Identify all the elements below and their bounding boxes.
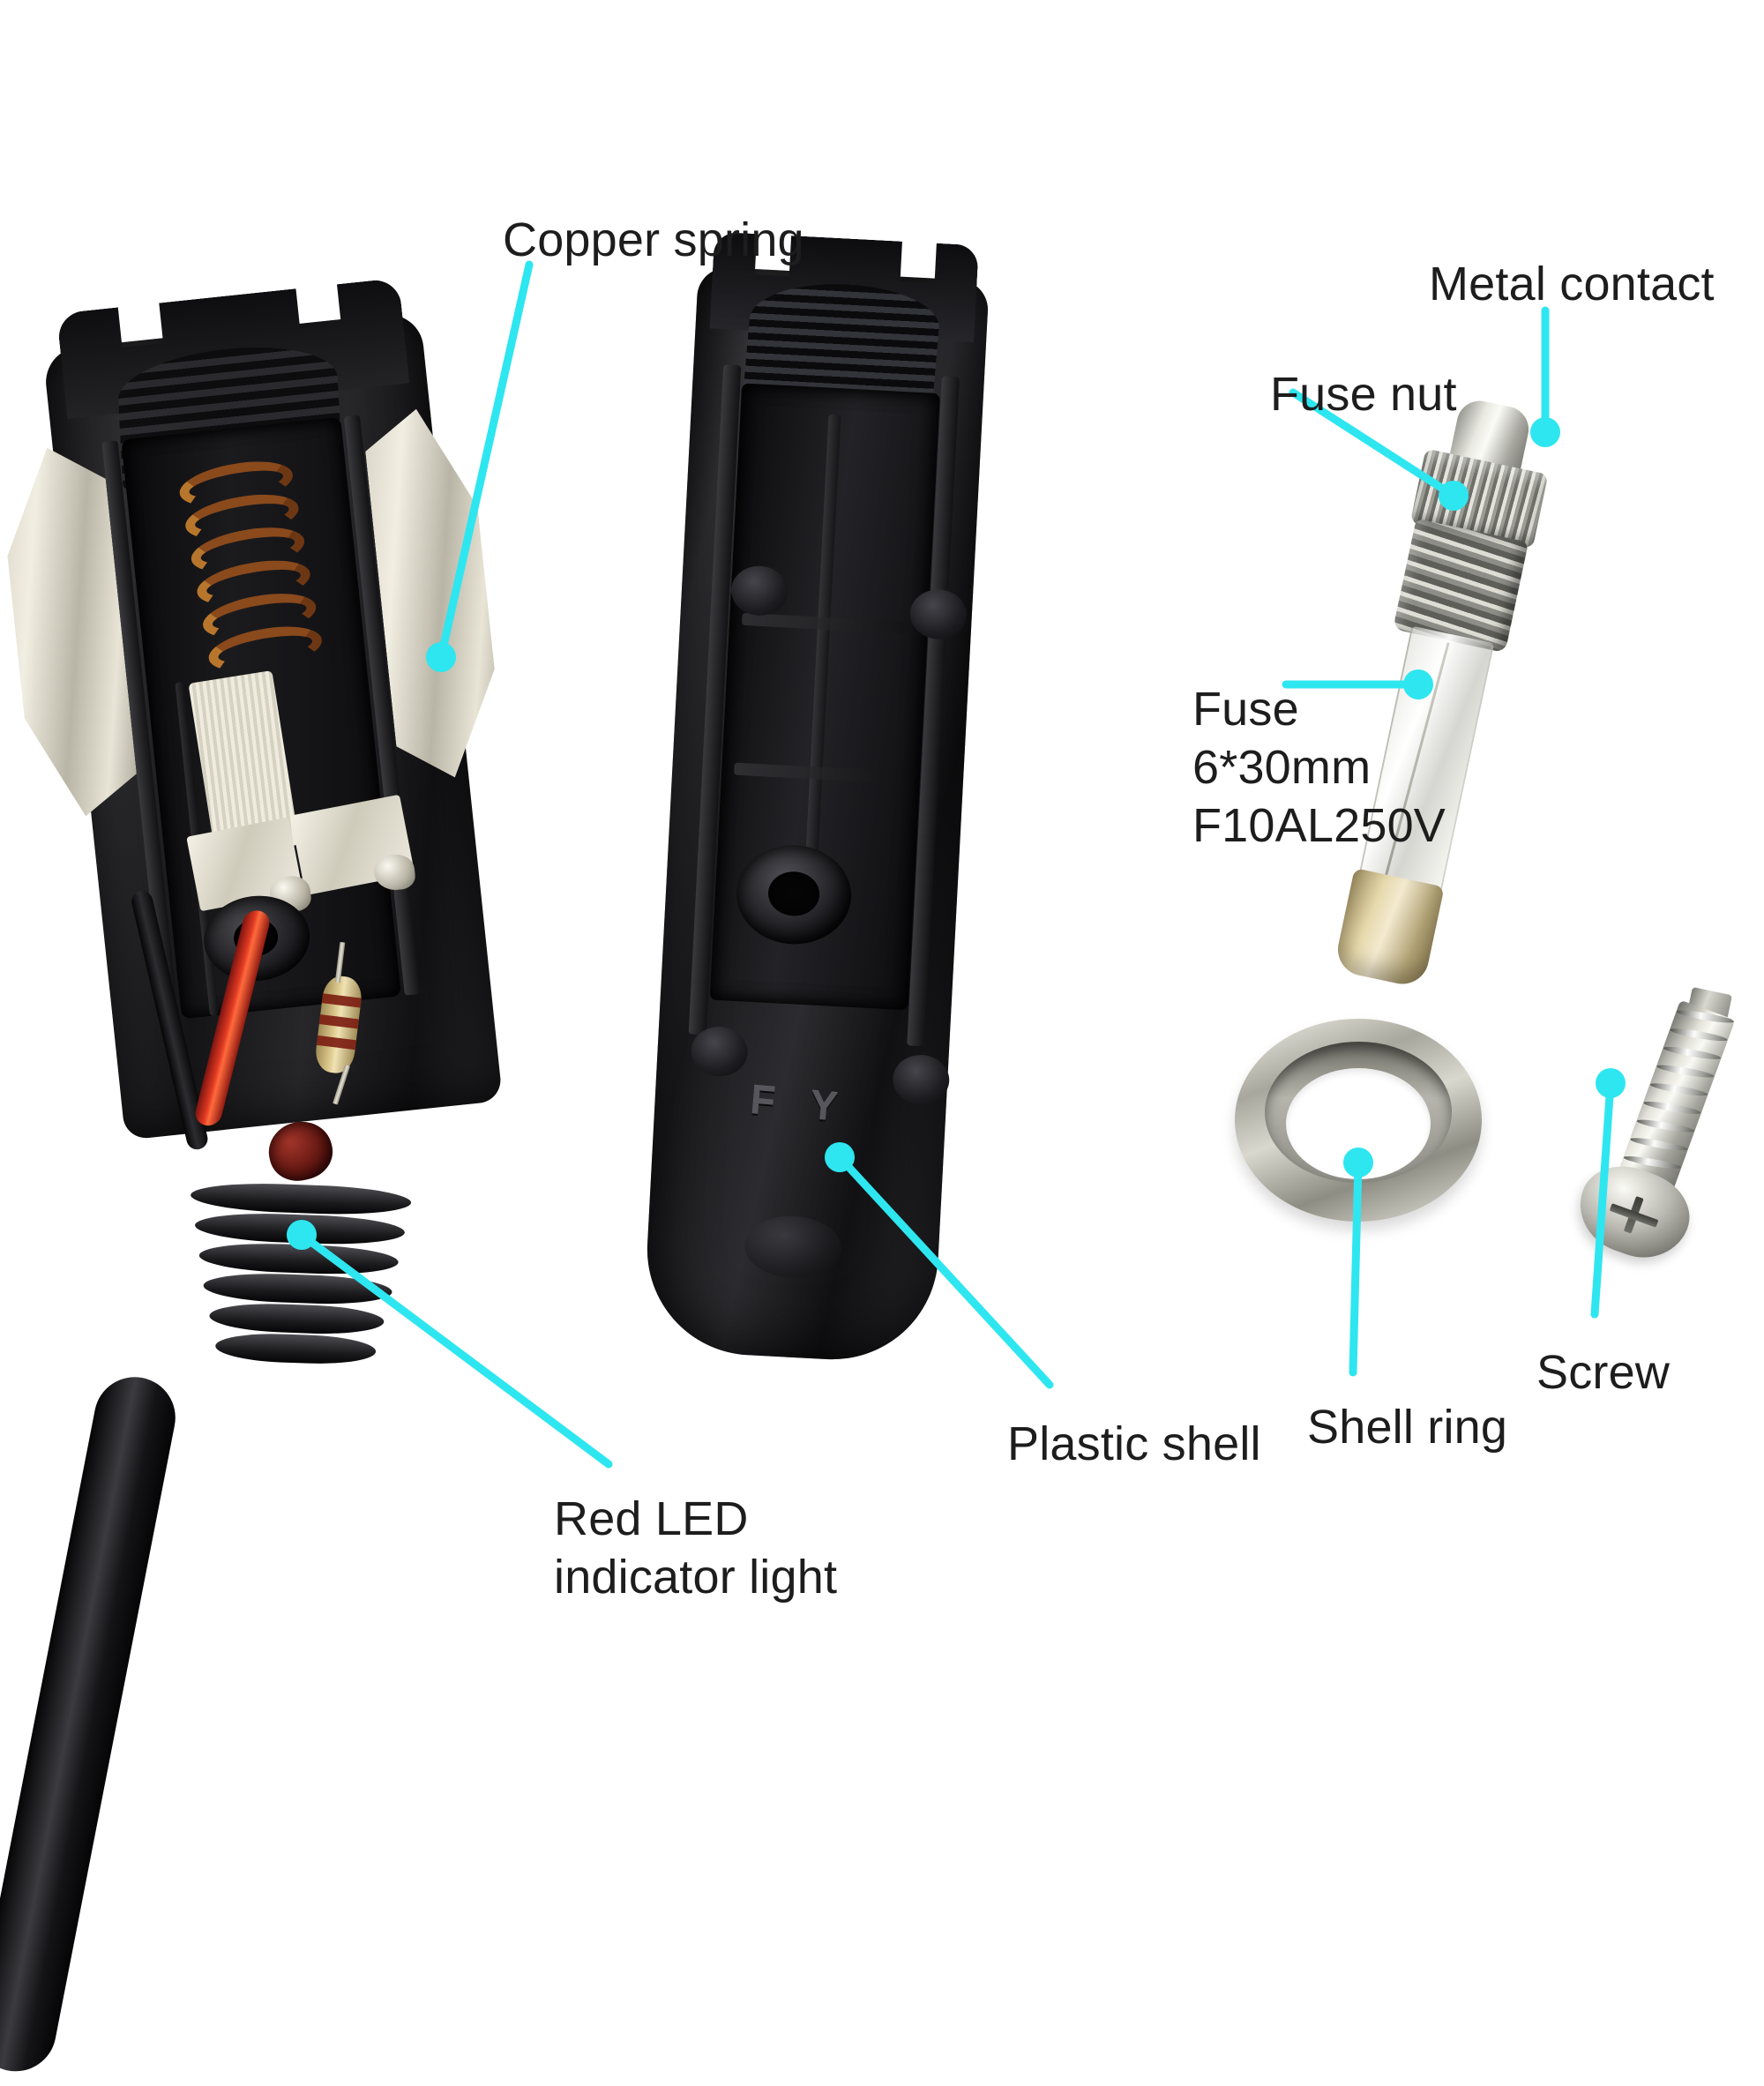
label-fuse: Fuse 6*30mm F10AL250V (1192, 683, 1446, 852)
shell-ring-hole (1286, 1068, 1431, 1179)
label-red-led-indicator-light: Red LED indicator light (554, 1492, 838, 1604)
power-cable (0, 1370, 183, 2079)
strain-relief-boot (184, 1180, 412, 1392)
label-screw: Screw (1536, 1346, 1671, 1399)
label-fuse-nut: Fuse nut (1270, 368, 1457, 421)
label-metal-contact: Metal contact (1429, 258, 1715, 310)
label-plastic-shell: Plastic shell (1007, 1417, 1261, 1470)
shell-ring-photo (1235, 1019, 1482, 1222)
plug-assembly-photo (0, 267, 587, 2079)
screw-shank (1618, 999, 1736, 1191)
fuse-brass-endcap (1333, 868, 1445, 990)
shell-emboss-text: F Y (748, 1076, 852, 1131)
screw-photo (1544, 985, 1764, 1302)
label-shell-ring: Shell ring (1307, 1401, 1508, 1454)
fuse-assembly-photo (1289, 383, 1623, 990)
plastic-shell-photo: F Y (605, 229, 1043, 1394)
exploded-view-figure: F Y (0, 0, 1764, 1764)
label-copper-spring: Copper spring (503, 213, 804, 266)
red-led-photo (262, 1115, 339, 1187)
